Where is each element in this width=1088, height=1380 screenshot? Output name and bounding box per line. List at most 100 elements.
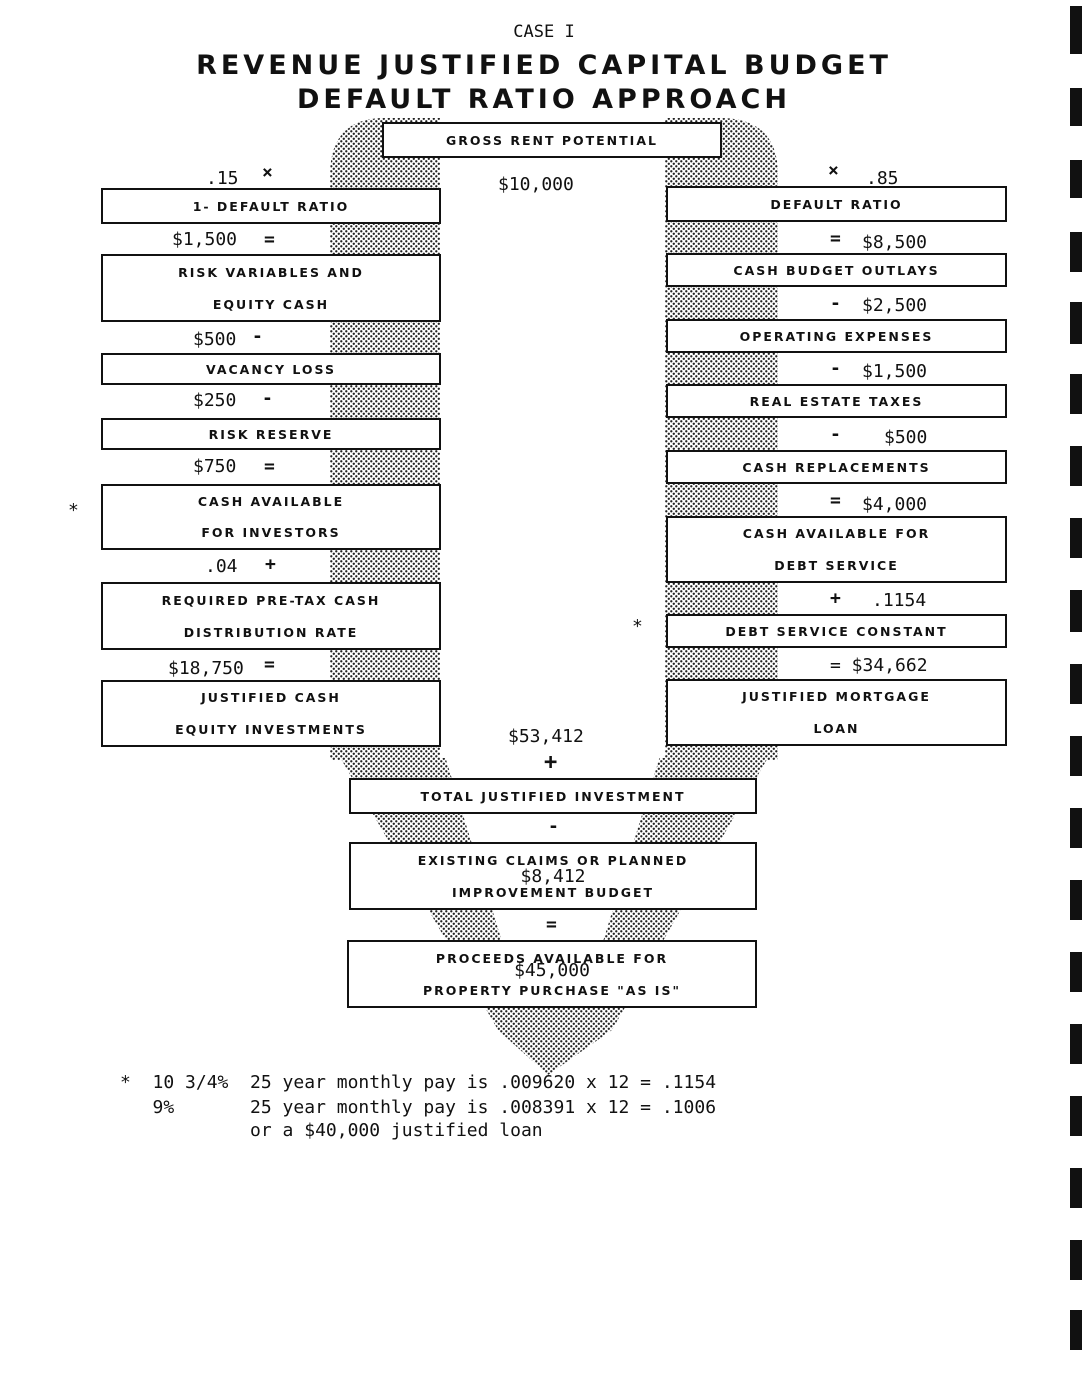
cash-replacements-label: CASH REPLACEMENTS xyxy=(742,459,931,475)
justified-mortgage-loan-box: JUSTIFIED MORTGAGE LOAN xyxy=(666,679,1007,746)
binder-mark xyxy=(1070,1096,1082,1136)
real-estate-taxes-box: REAL ESTATE TAXES xyxy=(666,384,1007,418)
risk-reserve-operator: - xyxy=(262,388,273,409)
claims-value: $8,412 xyxy=(520,866,586,887)
footnote-line3: or a $40,000 justified loan xyxy=(120,1120,543,1141)
real-estate-taxes-label: REAL ESTATE TAXES xyxy=(749,393,924,409)
mortgage-label-line1: JUSTIFIED MORTGAGE xyxy=(742,689,931,705)
total-investment-value: $53,412 xyxy=(508,726,584,747)
cash-investors-label-line1: CASH AVAILABLE xyxy=(197,494,345,509)
claims-label-line1: EXISTING CLAIMS OR PLANNED xyxy=(417,852,689,868)
equity-investments-label-line2: EQUITY INVESTMENTS xyxy=(175,721,367,737)
debt-constant-value: .1154 xyxy=(872,590,927,611)
risk-variables-operator: = xyxy=(264,229,275,250)
one-minus-default-label: 1- DEFAULT RATIO xyxy=(192,198,350,214)
vacancy-operator: - xyxy=(252,326,263,347)
binder-mark xyxy=(1070,1024,1082,1064)
vacancy-label: VACANCY LOSS xyxy=(206,361,336,377)
existing-claims-box: EXISTING CLAIMS OR PLANNED IMPROVEMENT B… xyxy=(349,842,757,910)
risk-variables-value: $1,500 xyxy=(172,229,238,250)
distribution-rate-label-line2: DISTRIBUTION RATE xyxy=(183,624,359,640)
distribution-rate-value: .04 xyxy=(205,556,238,577)
risk-variables-box: RISK VARIABLES AND EQUITY CASH xyxy=(101,254,441,322)
binder-mark xyxy=(1070,232,1082,272)
default-ratio-label: DEFAULT RATIO xyxy=(770,196,903,212)
equity-investments-operator: = xyxy=(264,654,275,675)
right-ratio-operator: × xyxy=(828,160,839,181)
case-label: CASE I xyxy=(513,22,575,42)
default-ratio-box: DEFAULT RATIO xyxy=(666,186,1007,222)
binder-mark xyxy=(1070,160,1082,198)
binder-mark xyxy=(1070,952,1082,992)
total-plus-operator: + xyxy=(544,750,558,775)
proceeds-label-line2: PROPERTY PURCHASE "AS IS" xyxy=(423,982,681,998)
justified-mortgage-value: = $34,662 xyxy=(830,655,928,676)
operating-expenses-operator: - xyxy=(830,293,841,314)
binder-mark xyxy=(1070,302,1082,344)
left-ratio-value: .15 xyxy=(206,168,239,189)
cash-replacements-value: $500 xyxy=(884,427,928,448)
proceeds-label-line1: PROCEEDS AVAILABLE FOR xyxy=(435,950,669,966)
risk-variables-label-line2: EQUITY CASH xyxy=(212,296,330,312)
mortgage-label-line2: LOAN xyxy=(813,720,860,736)
debt-constant-operator: + xyxy=(830,588,841,609)
vacancy-loss-box: VACANCY LOSS xyxy=(101,353,441,385)
debt-service-cash-value: $4,000 xyxy=(862,494,928,515)
debt-service-cash-label-line1: CASH AVAILABLE FOR xyxy=(742,526,931,542)
binder-mark xyxy=(1070,1310,1082,1350)
binder-mark xyxy=(1070,1168,1082,1208)
distribution-rate-label-line1: REQUIRED PRE-TAX CASH xyxy=(161,592,381,608)
total-investment-label: TOTAL JUSTIFIED INVESTMENT xyxy=(420,788,686,804)
risk-variables-label-line1: RISK VARIABLES AND xyxy=(178,264,364,280)
page-title: REVENUE JUSTIFIED CAPITAL BUDGET xyxy=(196,50,892,81)
cash-budget-outlays-box: CASH BUDGET OUTLAYS xyxy=(666,253,1007,287)
gross-rent-value: $10,000 xyxy=(498,174,574,195)
binder-mark xyxy=(1070,664,1082,704)
cash-available-debt-service-box: CASH AVAILABLE FOR DEBT SERVICE xyxy=(666,516,1007,583)
binder-mark xyxy=(1070,590,1082,632)
binder-mark xyxy=(1070,1240,1082,1280)
proceeds-value: $45,000 xyxy=(514,960,590,981)
gross-rent-potential-box: GROSS RENT POTENTIAL xyxy=(382,122,722,158)
cash-investors-asterisk: * xyxy=(68,500,79,521)
cash-replacements-operator: - xyxy=(830,424,841,445)
lower-funnel-stipple xyxy=(330,740,778,1075)
claims-label-line2: IMPROVEMENT BUDGET xyxy=(451,884,655,900)
claims-minus-operator: - xyxy=(548,816,559,837)
risk-reserve-value: $250 xyxy=(193,390,237,411)
left-ratio-operator: × xyxy=(262,162,273,183)
binder-mark xyxy=(1070,736,1082,776)
risk-reserve-label: RISK RESERVE xyxy=(208,426,334,442)
binder-mark xyxy=(1070,808,1082,848)
cash-investors-value: $750 xyxy=(193,456,237,477)
gross-rent-label: GROSS RENT POTENTIAL xyxy=(446,132,658,148)
equity-investments-label-line1: JUSTIFIED CASH xyxy=(201,690,341,706)
right-ratio-value: .85 xyxy=(866,168,899,189)
cash-investors-label-line2: FOR INVESTORS xyxy=(201,525,341,540)
distribution-rate-operator: + xyxy=(265,554,276,575)
binder-mark xyxy=(1070,374,1082,414)
total-justified-investment-box: TOTAL JUSTIFIED INVESTMENT xyxy=(349,778,757,814)
debt-service-constant-box: DEBT SERVICE CONSTANT xyxy=(666,614,1007,648)
binder-mark xyxy=(1070,518,1082,558)
debt-constant-label: DEBT SERVICE CONSTANT xyxy=(725,623,948,639)
one-minus-default-ratio-box: 1- DEFAULT RATIO xyxy=(101,188,441,224)
real-estate-taxes-value: $1,500 xyxy=(862,361,928,382)
equity-investments-value: $18,750 xyxy=(168,658,244,679)
vacancy-value: $500 xyxy=(193,329,237,350)
cash-replacements-box: CASH REPLACEMENTS xyxy=(666,450,1007,484)
binder-mark xyxy=(1070,880,1082,920)
required-distribution-rate-box: REQUIRED PRE-TAX CASH DISTRIBUTION RATE xyxy=(101,582,441,650)
binder-mark xyxy=(1070,446,1082,486)
cash-budget-outlays-operator: = xyxy=(830,228,841,249)
debt-service-cash-label-line2: DEBT SERVICE xyxy=(774,557,899,573)
cash-available-investors-box: CASH AVAILABLE FOR INVESTORS xyxy=(101,484,441,550)
proceeds-available-box: PROCEEDS AVAILABLE FOR PROPERTY PURCHASE… xyxy=(347,940,757,1008)
footnote-line2: 9% 25 year monthly pay is .008391 x 12 =… xyxy=(120,1097,717,1118)
debt-service-cash-operator: = xyxy=(830,490,841,511)
footnote-line1: * 10 3/4% 25 year monthly pay is .009620… xyxy=(120,1072,717,1093)
risk-reserve-box: RISK RESERVE xyxy=(101,418,441,450)
page-subtitle: DEFAULT RATIO APPROACH xyxy=(297,84,791,115)
binder-mark xyxy=(1070,6,1082,54)
operating-expenses-label: OPERATING EXPENSES xyxy=(739,328,934,344)
